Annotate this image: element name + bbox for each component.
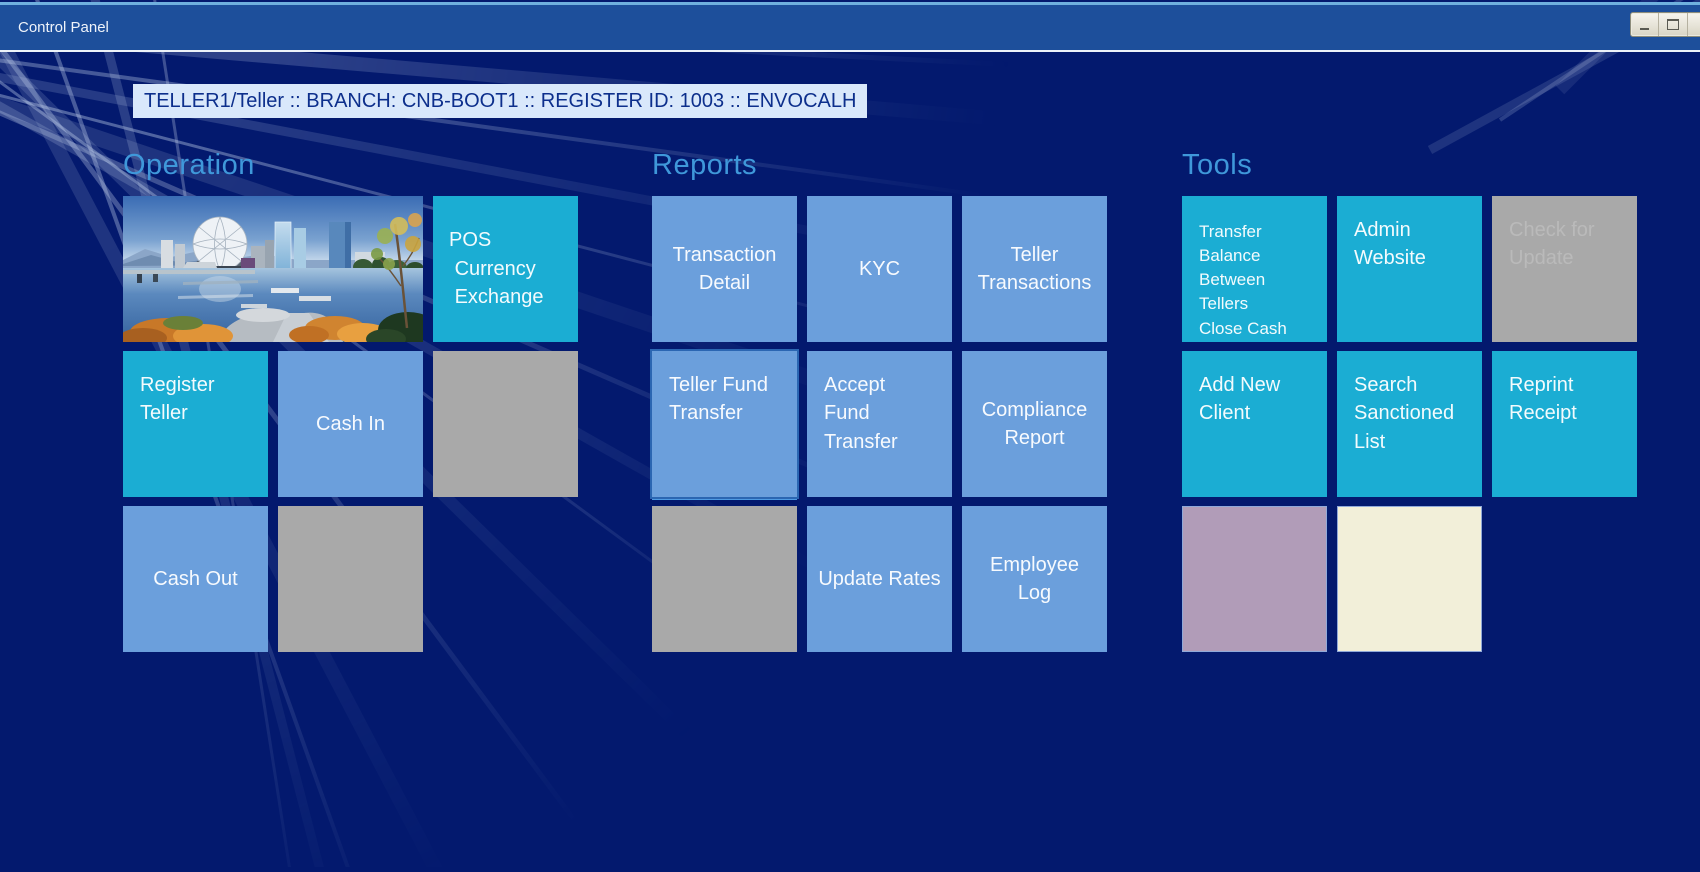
- tile-label: Add New Client: [1199, 374, 1281, 425]
- tile-teller-transactions[interactable]: Teller Transactions: [962, 196, 1107, 342]
- tile-label: Transfer Balance Between Tellers Close C…: [1199, 222, 1287, 338]
- session-info-badge: TELLER1/Teller :: BRANCH: CNB-BOOT1 :: R…: [133, 84, 868, 118]
- tile-cash-out[interactable]: Cash Out: [123, 506, 268, 652]
- tile-label: Check for Update: [1509, 219, 1595, 270]
- tile-search-sanctioned-list[interactable]: Search Sanctioned List: [1337, 351, 1482, 497]
- close-button[interactable]: [1688, 13, 1700, 36]
- tile-employee-log[interactable]: Employee Log: [962, 506, 1107, 652]
- tile-teller-fund-transfer[interactable]: Teller Fund Transfer: [650, 349, 799, 499]
- tile-reprint-receipt[interactable]: Reprint Receipt: [1492, 351, 1637, 497]
- tile-label: Register Teller: [140, 374, 220, 425]
- science-world-photo-tile: [123, 196, 423, 342]
- tile-label: Compliance Report: [981, 398, 1088, 449]
- tile-label: Cash Out: [153, 567, 238, 590]
- tile-register-teller[interactable]: Register Teller: [123, 351, 268, 497]
- tile-kyc[interactable]: KYC: [807, 196, 952, 342]
- tile-compliance-report[interactable]: Compliance Report: [962, 351, 1107, 497]
- section-title-operation: Operation: [123, 149, 255, 181]
- minimize-icon: [1640, 28, 1650, 30]
- tile-pos-currency-exchange[interactable]: POS Currency Exchange: [433, 196, 578, 342]
- section-title-tools: Tools: [1182, 149, 1253, 181]
- window-top-accent-line: [0, 2, 1700, 5]
- tile-admin-website[interactable]: Admin Website: [1337, 196, 1482, 342]
- tile-label: Accept Fund Transfer: [824, 374, 898, 453]
- tile-accept-fund-transfer[interactable]: Accept Fund Transfer: [807, 351, 952, 497]
- tile-label: Transaction Detail: [672, 243, 777, 294]
- tile-label: Cash In: [316, 412, 385, 435]
- tile-label: Admin Website: [1354, 219, 1426, 270]
- maximize-button[interactable]: [1659, 13, 1688, 36]
- tile-label: KYC: [858, 257, 901, 280]
- tools-tile-grid: Transfer Balance Between Tellers Close C…: [1182, 196, 1637, 652]
- tile-cash-in[interactable]: Cash In: [278, 351, 423, 497]
- tile-label: Search Sanctioned List: [1354, 374, 1455, 453]
- tile-label: Reprint Receipt: [1509, 374, 1577, 425]
- tile-transfer-balance-close-cash[interactable]: Transfer Balance Between Tellers Close C…: [1182, 196, 1327, 342]
- science-world-photo: [123, 196, 423, 342]
- tile-empty-cream: [1337, 506, 1482, 652]
- tile-empty-gray: [433, 351, 578, 497]
- tile-add-new-client[interactable]: Add New Client: [1182, 351, 1327, 497]
- tile-label: Employee Log: [990, 553, 1079, 604]
- section-tools: Tools Transfer Balance Between Tellers C…: [1182, 143, 1637, 652]
- minimize-button[interactable]: [1631, 13, 1660, 36]
- section-operation: Operation: [123, 143, 578, 652]
- title-bar: Control Panel: [0, 5, 1700, 52]
- tile-empty-gray: [652, 506, 797, 652]
- tile-label: Teller Transactions: [977, 243, 1092, 294]
- tile-label: POS Currency Exchange: [449, 229, 544, 309]
- tile-check-for-update[interactable]: Check for Update: [1492, 196, 1637, 342]
- tile-empty-gray: [278, 506, 423, 652]
- tile-transaction-detail[interactable]: Transaction Detail: [652, 196, 797, 342]
- tile-update-rates[interactable]: Update Rates: [807, 506, 952, 652]
- tile-label: Teller Fund Transfer: [669, 374, 768, 425]
- tile-label: Update Rates: [818, 567, 941, 590]
- section-title-reports: Reports: [652, 149, 758, 181]
- reports-tile-grid: Transaction Detail KYC Teller Transactio…: [650, 196, 1107, 652]
- maximize-icon: [1666, 19, 1679, 30]
- tile-empty-purple: [1182, 506, 1327, 652]
- section-reports: Reports Transaction Detail KYC Teller Tr…: [650, 143, 1107, 652]
- operation-tile-grid: POS Currency Exchange Register Teller Ca…: [123, 196, 578, 652]
- window-controls: [1630, 12, 1700, 37]
- window-title: Control Panel: [18, 19, 109, 36]
